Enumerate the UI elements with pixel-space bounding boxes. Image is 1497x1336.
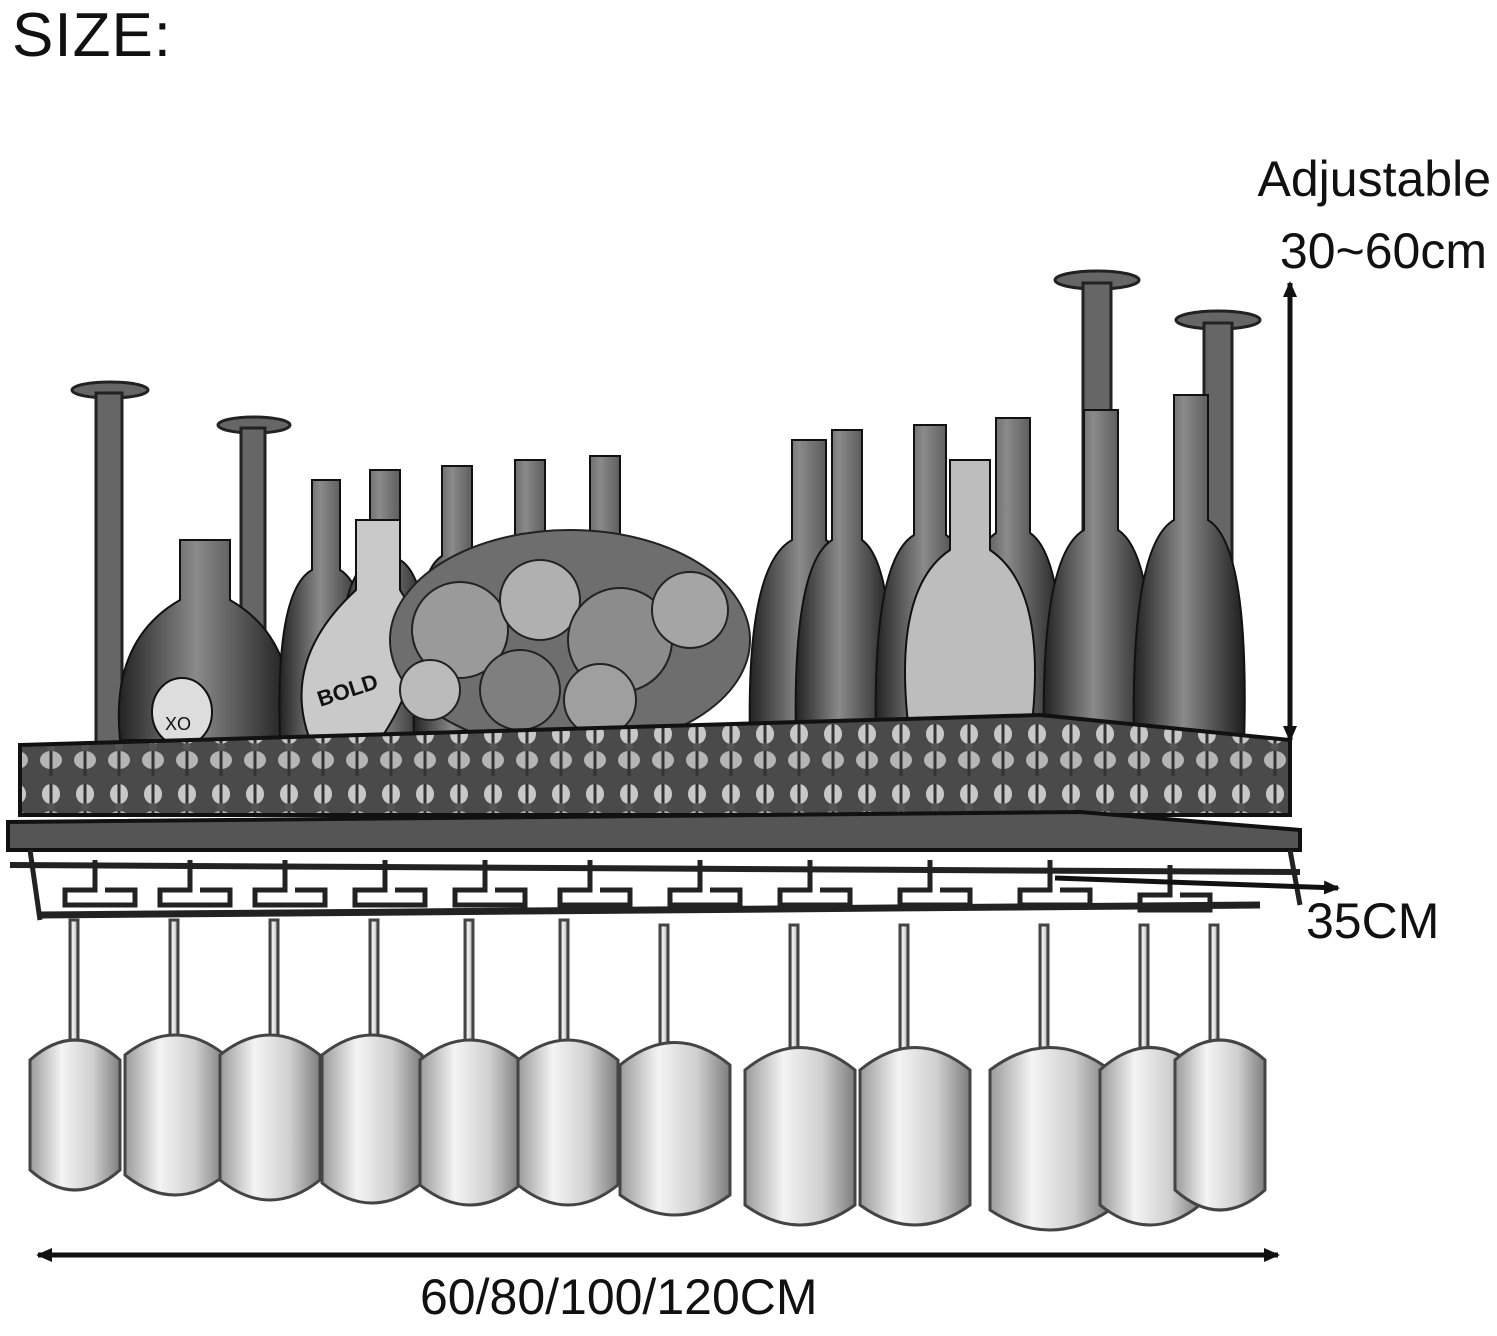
wine-glass — [1173, 923, 1267, 1212]
wine-glass — [988, 923, 1112, 1232]
height-label-line2: 30~60cm — [1279, 223, 1487, 279]
cognac-label: XO — [165, 714, 191, 734]
wine-glass — [618, 923, 732, 1217]
wine-glass — [743, 923, 857, 1227]
wine-glass — [418, 918, 522, 1207]
wine-glasses — [28, 918, 1267, 1232]
rack-rail — [6, 712, 1303, 921]
bottles: XO BOLD — [117, 394, 1246, 747]
wine-glass — [516, 918, 620, 1207]
depth-label: 35CM — [1306, 893, 1440, 949]
wine-glass — [123, 918, 227, 1197]
wine-glass — [858, 923, 972, 1227]
size-heading: SIZE: — [12, 1, 173, 70]
glass-hanger-slots — [62, 860, 1213, 913]
flower-arrangement — [389, 529, 751, 751]
wine-glass — [218, 918, 322, 1202]
height-label-line1: Adjustable — [1257, 151, 1492, 207]
wine-glass — [320, 918, 424, 1205]
width-label: 60/80/100/120CM — [420, 1269, 818, 1325]
depth-dimension-arrow — [1054, 875, 1340, 895]
dimension-arrows — [36, 281, 1340, 1262]
wine-glass — [28, 918, 122, 1192]
